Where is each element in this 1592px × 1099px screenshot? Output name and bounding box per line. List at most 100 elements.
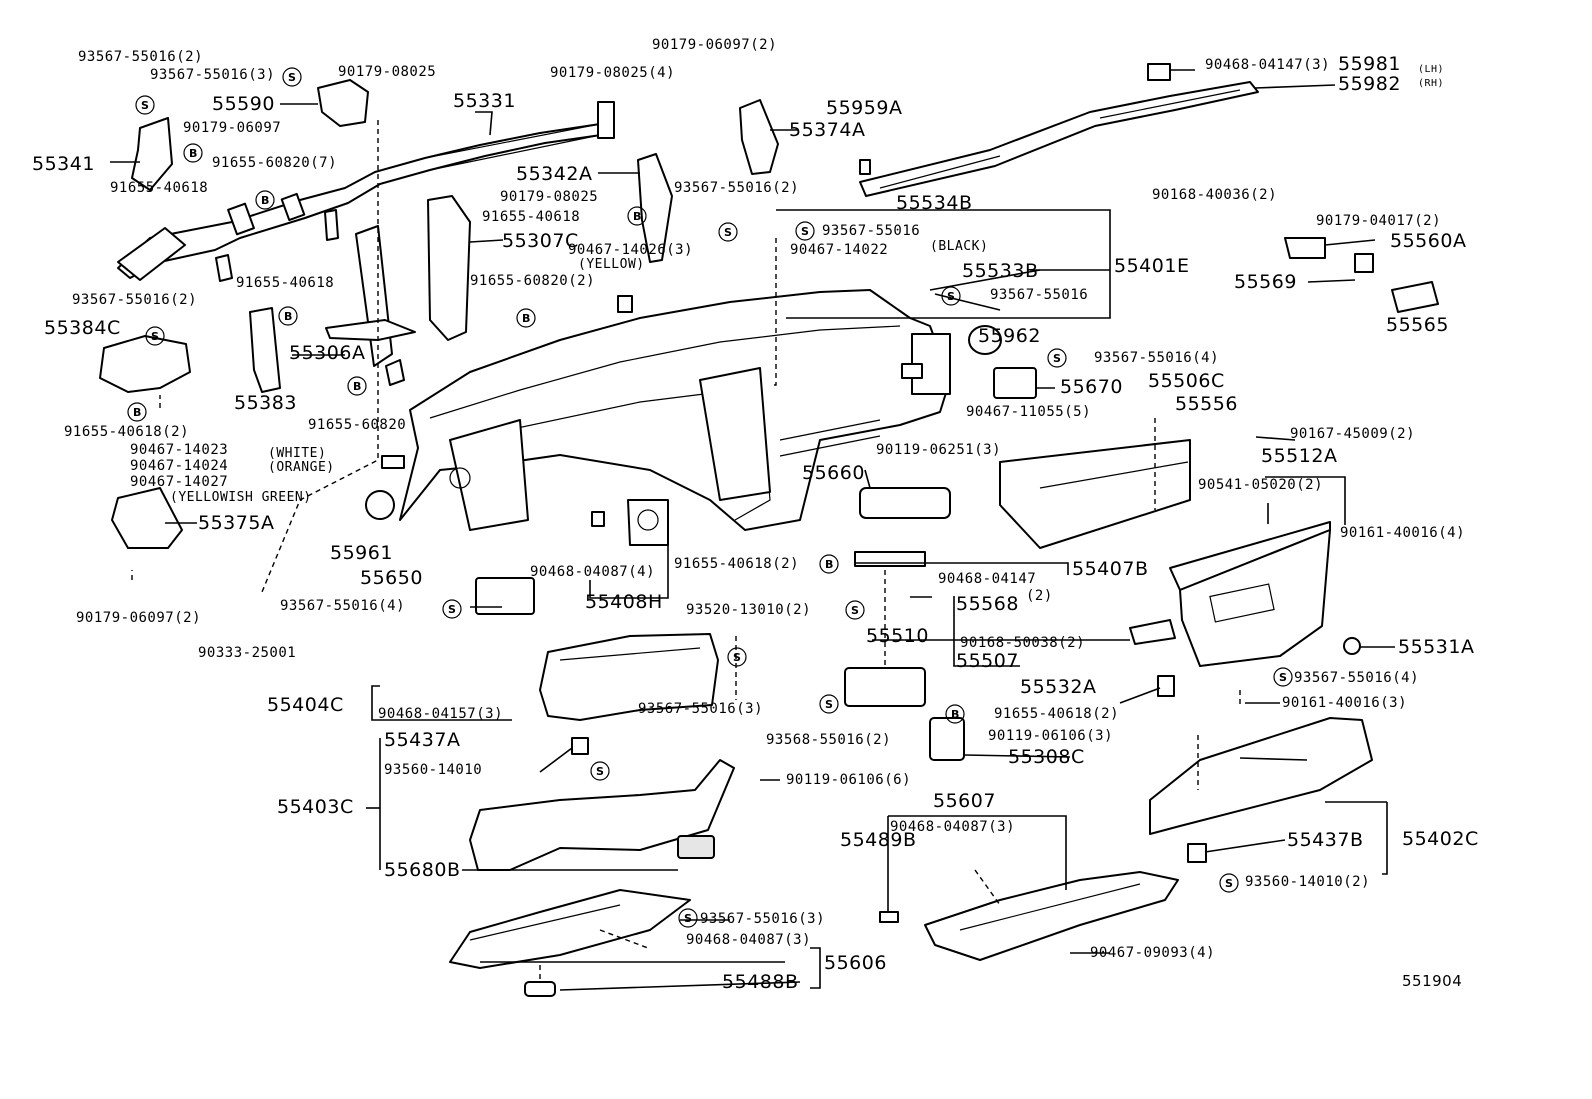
small-parts	[365, 159, 1439, 923]
part-number: 55590	[212, 93, 275, 115]
s-symbol: S	[727, 647, 747, 667]
part-number: 55407B	[1072, 558, 1149, 580]
part-number: 55660	[802, 462, 865, 484]
part-number: 55408H	[585, 591, 663, 613]
part-label: 90468-04147	[938, 571, 1037, 587]
part-number: 55437B	[1287, 829, 1364, 851]
s-symbol: S	[941, 286, 961, 306]
part-number: 55959A	[826, 97, 903, 119]
leader-lines	[110, 69, 1395, 991]
part-number: 55569	[1234, 271, 1297, 293]
diagram-id: 551904	[1402, 972, 1463, 990]
part-label: 93567-55016(4)	[1294, 670, 1420, 686]
b-symbol: B	[819, 554, 839, 574]
left-brackets	[99, 79, 369, 549]
part-number: 55342A	[516, 163, 593, 185]
s-symbol: S	[590, 761, 610, 781]
b-symbol: B	[627, 206, 647, 226]
part-label: 90468-04157(3)	[378, 706, 504, 722]
part-label: 93567-55016	[822, 223, 921, 239]
part-number: 55565	[1386, 314, 1449, 336]
part-number: 55341	[32, 153, 95, 175]
s-symbol-text: S	[288, 71, 296, 84]
part-label: 90467-14027	[130, 474, 229, 490]
part-number: 55403C	[277, 796, 354, 818]
part-number: 55404C	[267, 694, 344, 716]
part-number: 55331	[453, 90, 516, 112]
part-number: 55962	[978, 325, 1041, 347]
under-cover-left	[449, 889, 691, 997]
cluster-hood	[539, 633, 719, 721]
b-symbol-text: B	[133, 406, 141, 419]
s-symbol: S	[145, 326, 165, 346]
s-symbol: S	[1047, 348, 1067, 368]
part-number: 55308C	[1008, 746, 1085, 768]
side-note: (RH)	[1418, 78, 1445, 89]
part-label: 91655-40618(2)	[674, 556, 800, 572]
part-number: 55383	[234, 392, 297, 414]
part-label: 90161-40016(4)	[1340, 525, 1466, 541]
instrument-panel	[399, 289, 951, 531]
b-symbol-text: B	[353, 380, 361, 393]
part-number: 55512A	[1261, 445, 1338, 467]
reinforcement-beam	[117, 101, 615, 386]
part-number: 55534B	[896, 192, 973, 214]
part-label: 91655-40618(2)	[994, 706, 1120, 722]
part-number: 55607	[933, 790, 996, 812]
part-label: 93567-55016(4)	[280, 598, 406, 614]
part-number: 55507	[956, 650, 1019, 672]
b-symbol: B	[183, 143, 203, 163]
part-number: 55961	[330, 542, 393, 564]
part-label: 93560-14010(2)	[1245, 874, 1371, 890]
s-symbol: S	[1273, 667, 1293, 687]
part-label: 93567-55016(3)	[638, 701, 764, 717]
color-note: (BLACK)	[930, 239, 989, 254]
part-label: 90167-45009(2)	[1290, 426, 1416, 442]
part-label: 90467-11055(5)	[966, 404, 1092, 420]
part-number: 55510	[866, 625, 929, 647]
part-label: 91655-60820(7)	[212, 155, 338, 171]
part-label: 91655-40618	[482, 209, 581, 225]
s-symbol-text: S	[801, 225, 809, 238]
color-note: (YELLOWISH GREEN)	[170, 490, 312, 505]
part-label: 90179-08025	[500, 189, 599, 205]
part-label: (2)	[1026, 588, 1053, 604]
part-number: 55606	[824, 952, 887, 974]
part-label: 90179-04017(2)	[1316, 213, 1442, 229]
s-symbol-text: S	[596, 765, 604, 778]
b-symbol-text: B	[951, 708, 959, 721]
s-symbol-text: S	[1279, 671, 1287, 684]
s-symbol: S	[795, 221, 815, 241]
s-symbol: S	[678, 908, 698, 928]
s-symbol: S	[819, 694, 839, 714]
s-symbol: S	[718, 222, 738, 242]
fastener-symbols: S S B B B S S S B B S B B S B S S S S S …	[127, 67, 1293, 928]
part-number: 55401E	[1114, 255, 1190, 277]
b-symbol-text: B	[189, 147, 197, 160]
b-symbol: B	[278, 306, 298, 326]
part-label: 90468-04087(3)	[890, 819, 1016, 835]
part-label: 93567-55016(2)	[78, 49, 204, 65]
b-symbol: B	[127, 402, 147, 422]
part-label: 90467-14023	[130, 442, 229, 458]
part-label: 91655-40618	[110, 180, 209, 196]
part-number: 55533B	[962, 260, 1039, 282]
color-note: (YELLOW)	[578, 257, 645, 272]
part-number: 55307C	[502, 230, 579, 252]
under-cover-right	[924, 871, 1179, 961]
part-number: 55402C	[1402, 828, 1479, 850]
s-symbol-text: S	[1053, 352, 1061, 365]
part-label: 90541-05020(2)	[1198, 477, 1324, 493]
part-label: 90179-08025(4)	[550, 65, 676, 81]
part-number: 55560A	[1390, 230, 1467, 252]
part-label: 90468-04087(4)	[530, 564, 656, 580]
defroster-nozzle	[859, 63, 1259, 197]
part-label: 93560-14010	[384, 762, 483, 778]
part-label: 91655-60820(2)	[470, 273, 596, 289]
b-symbol: B	[516, 308, 536, 328]
part-label: 93568-55016(2)	[766, 732, 892, 748]
part-label: 90168-50038(2)	[960, 635, 1086, 651]
part-label: 93567-55016	[990, 287, 1089, 303]
part-label: 90119-06106(3)	[988, 728, 1114, 744]
part-label: 90168-40036(2)	[1152, 187, 1278, 203]
